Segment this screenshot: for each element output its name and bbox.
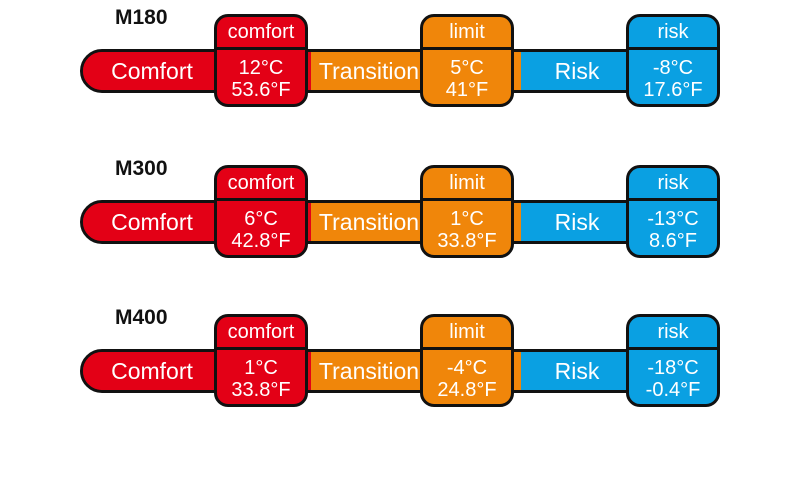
celsius-value: 12°C <box>238 56 284 79</box>
celsius-value: -18°C <box>647 356 699 379</box>
celsius-value: 6°C <box>244 207 278 230</box>
limit-threshold: limit -4°C 24.8°F <box>420 314 514 407</box>
limit-header: limit <box>423 317 511 350</box>
risk-threshold: risk -13°C 8.6°F <box>626 165 720 258</box>
risk-zone: Risk <box>521 352 633 390</box>
celsius-value: 5°C <box>450 56 484 79</box>
transition-zone: Transition <box>311 352 427 390</box>
temperature-bar: Comfort Transition Risk <box>80 349 720 393</box>
fahrenheit-value: 53.6°F <box>231 78 291 101</box>
celsius-value: -13°C <box>647 207 699 230</box>
celsius-value: -8°C <box>652 56 694 79</box>
comfort-threshold: comfort 1°C 33.8°F <box>214 314 308 407</box>
limit-header: limit <box>423 17 511 50</box>
fahrenheit-value: 17.6°F <box>643 78 703 101</box>
celsius-value: -4°C <box>446 356 488 379</box>
temperature-bar: Comfort Transition Risk <box>80 49 720 93</box>
comfort-threshold: comfort 12°C 53.6°F <box>214 14 308 107</box>
limit-values: 1°C 33.8°F <box>423 201 511 255</box>
risk-values: -18°C -0.4°F <box>629 350 717 404</box>
model-title: M300 <box>115 157 168 180</box>
model-row-m400: M400 Comfort Transition Risk comfort 1°C… <box>0 306 800 416</box>
fahrenheit-value: 8.6°F <box>648 229 698 252</box>
celsius-value: 1°C <box>450 207 484 230</box>
model-title: M180 <box>115 6 168 29</box>
fahrenheit-value: 41°F <box>445 78 489 101</box>
transition-zone: Transition <box>311 52 427 90</box>
comfort-threshold: comfort 6°C 42.8°F <box>214 165 308 258</box>
fahrenheit-value: 33.8°F <box>231 378 291 401</box>
comfort-header: comfort <box>217 168 305 201</box>
comfort-values: 1°C 33.8°F <box>217 350 305 404</box>
comfort-header: comfort <box>217 317 305 350</box>
fahrenheit-value: -0.4°F <box>645 378 701 401</box>
comfort-header: comfort <box>217 17 305 50</box>
risk-header: risk <box>629 168 717 201</box>
limit-values: -4°C 24.8°F <box>423 350 511 404</box>
risk-values: -8°C 17.6°F <box>629 50 717 104</box>
limit-header: limit <box>423 168 511 201</box>
celsius-value: 1°C <box>244 356 278 379</box>
transition-zone: Transition <box>311 203 427 241</box>
risk-threshold: risk -8°C 17.6°F <box>626 14 720 107</box>
limit-threshold: limit 5°C 41°F <box>420 14 514 107</box>
comfort-values: 6°C 42.8°F <box>217 201 305 255</box>
risk-threshold: risk -18°C -0.4°F <box>626 314 720 407</box>
model-row-m180: M180 Comfort Transition Risk comfort 12°… <box>0 6 800 116</box>
risk-values: -13°C 8.6°F <box>629 201 717 255</box>
comfort-zone: Comfort <box>83 352 221 390</box>
temperature-bar: Comfort Transition Risk <box>80 200 720 244</box>
limit-values: 5°C 41°F <box>423 50 511 104</box>
comfort-values: 12°C 53.6°F <box>217 50 305 104</box>
fahrenheit-value: 42.8°F <box>231 229 291 252</box>
comfort-zone: Comfort <box>83 52 221 90</box>
limit-threshold: limit 1°C 33.8°F <box>420 165 514 258</box>
risk-header: risk <box>629 317 717 350</box>
comfort-zone: Comfort <box>83 203 221 241</box>
risk-zone: Risk <box>521 203 633 241</box>
risk-header: risk <box>629 17 717 50</box>
model-row-m300: M300 Comfort Transition Risk comfort 6°C… <box>0 157 800 267</box>
model-title: M400 <box>115 306 168 329</box>
fahrenheit-value: 33.8°F <box>437 229 497 252</box>
risk-zone: Risk <box>521 52 633 90</box>
fahrenheit-value: 24.8°F <box>437 378 497 401</box>
